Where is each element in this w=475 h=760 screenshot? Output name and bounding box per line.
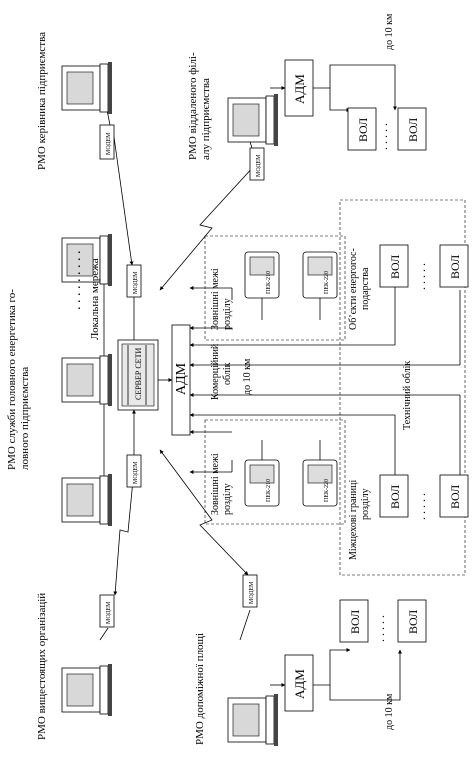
adm-remote: АДМ bbox=[284, 59, 314, 117]
computer-higher-org bbox=[61, 664, 112, 716]
computer-chief-2 bbox=[61, 354, 112, 406]
computer-chief-1 bbox=[61, 234, 112, 286]
network-server: СЕРВЕР СЕТИ bbox=[117, 339, 159, 411]
vol-main-ellipsis-top: . . . . . bbox=[414, 263, 428, 290]
meter-top-2: ПЕК-220 bbox=[302, 251, 338, 299]
meter-top-1: ПЕК-210 bbox=[244, 251, 280, 299]
svg-text:МОДЕМ: МОДЕМ bbox=[256, 154, 262, 177]
vol-main-3: ВОЛ bbox=[379, 474, 409, 518]
svg-text:МОДЕМ: МОДЕМ bbox=[133, 271, 139, 294]
meter-bottom-2: ПЕК-220 bbox=[302, 459, 338, 507]
vol-main-4: ВОЛ bbox=[439, 474, 469, 518]
label-dist-main: до 10 км bbox=[242, 358, 253, 395]
label-interdepartment-1: Міжцехові границі bbox=[348, 480, 359, 560]
label-local-network: Локальна мережа bbox=[89, 258, 101, 340]
label-rmo-head: РМО керівника підприємства bbox=[36, 32, 48, 170]
svg-text:АДМ: АДМ bbox=[174, 362, 189, 395]
label-commercial-2: облік bbox=[222, 362, 233, 385]
external-boundary-bottom bbox=[204, 419, 346, 525]
svg-text:ПЕК-210: ПЕК-210 bbox=[266, 479, 272, 502]
svg-text:МОДЕМ: МОДЕМ bbox=[249, 581, 255, 604]
label-external-top-2: розділу bbox=[222, 298, 233, 330]
label-interdepartment-2: розділу bbox=[360, 488, 371, 520]
modem-aux: МОДЕМ bbox=[242, 574, 258, 608]
technical-zone bbox=[339, 199, 466, 576]
svg-text:МОДЕМ: МОДЕМ bbox=[106, 132, 112, 155]
svg-text:ВОЛ: ВОЛ bbox=[388, 255, 402, 279]
svg-text:АДМ: АДМ bbox=[292, 669, 307, 699]
svg-text:ВОЛ: ВОЛ bbox=[448, 255, 462, 279]
vol-aux-1: ВОЛ bbox=[339, 599, 369, 643]
label-rmo-chief-1: РМО служби головного енергетика го- bbox=[6, 289, 18, 470]
svg-text:ВОЛ: ВОЛ bbox=[356, 118, 370, 142]
label-rmo-aux: РМО допоміжної площі bbox=[194, 633, 206, 745]
vol-main-2: ВОЛ bbox=[439, 244, 469, 288]
label-dist-remote: до 10 км bbox=[384, 13, 395, 50]
svg-text:МОДЕМ: МОДЕМ bbox=[133, 461, 139, 484]
computers-ellipsis: . . . . . . . . . bbox=[69, 251, 84, 311]
svg-text:ПЕК-220: ПЕК-220 bbox=[324, 479, 330, 502]
label-commercial-1: Комерційний bbox=[210, 343, 221, 400]
computer-chief-3 bbox=[61, 474, 112, 526]
computer-head bbox=[61, 62, 112, 114]
modem-higher-org: МОДЕМ bbox=[99, 594, 115, 628]
vol-aux-2: ВОЛ bbox=[397, 599, 427, 643]
label-rmo-higher: РМО вищестоящих організацій bbox=[36, 593, 48, 740]
label-external-bottom-1: Зовнішні межі bbox=[210, 453, 221, 515]
meter-bottom-1: ПЕК-210 bbox=[244, 459, 280, 507]
label-rmo-remote-2: алу підприємства bbox=[200, 78, 212, 160]
modem-chief-bottom: МОДЕМ bbox=[126, 454, 142, 488]
svg-text:ПЕК-220: ПЕК-220 bbox=[324, 271, 330, 294]
modem-chief-top: МОДЕМ bbox=[126, 264, 142, 298]
vol-main-ellipsis-bottom: . . . . . bbox=[414, 493, 428, 520]
vol-aux-ellipsis: . . . . . bbox=[373, 615, 387, 642]
vol-main-1: ВОЛ bbox=[379, 244, 409, 288]
svg-text:МОДЕМ: МОДЕМ bbox=[106, 601, 112, 624]
label-technical: Технічний облік bbox=[402, 361, 413, 430]
modem-head: МОДЕМ bbox=[99, 124, 115, 160]
adm-main: АДМ bbox=[171, 324, 191, 436]
svg-text:ПЕК-210: ПЕК-210 bbox=[266, 271, 272, 294]
svg-text:ВОЛ: ВОЛ bbox=[406, 610, 420, 634]
label-rmo-remote-1: РМО віддаленого філі- bbox=[187, 52, 199, 160]
computer-remote bbox=[227, 94, 278, 146]
adm-aux: АДМ bbox=[284, 654, 314, 712]
vol-remote-1: ВОЛ bbox=[347, 107, 377, 151]
label-energy-objects-2: подарства bbox=[360, 267, 371, 310]
external-boundary-top bbox=[204, 235, 346, 341]
modem-remote: МОДЕМ bbox=[249, 147, 265, 181]
label-external-top-1: Зовнішні межі bbox=[210, 268, 221, 330]
svg-text:ВОЛ: ВОЛ bbox=[388, 485, 402, 509]
computer-aux bbox=[227, 694, 278, 746]
vol-remote-2: ВОЛ bbox=[397, 107, 427, 151]
label-dist-aux: до 10 км bbox=[384, 693, 395, 730]
label-energy-objects-1: Об’єкти енергогос- bbox=[348, 248, 359, 330]
svg-text:ВОЛ: ВОЛ bbox=[448, 485, 462, 509]
label-external-bottom-2: розділу bbox=[222, 483, 233, 515]
server-label: СЕРВЕР СЕТИ bbox=[134, 348, 143, 400]
svg-text:ВОЛ: ВОЛ bbox=[406, 118, 420, 142]
svg-text:АДМ: АДМ bbox=[292, 74, 307, 104]
label-rmo-chief-2: ловного підприємства bbox=[19, 367, 31, 470]
vol-remote-ellipsis: . . . . . bbox=[376, 123, 390, 150]
svg-text:ВОЛ: ВОЛ bbox=[348, 610, 362, 634]
